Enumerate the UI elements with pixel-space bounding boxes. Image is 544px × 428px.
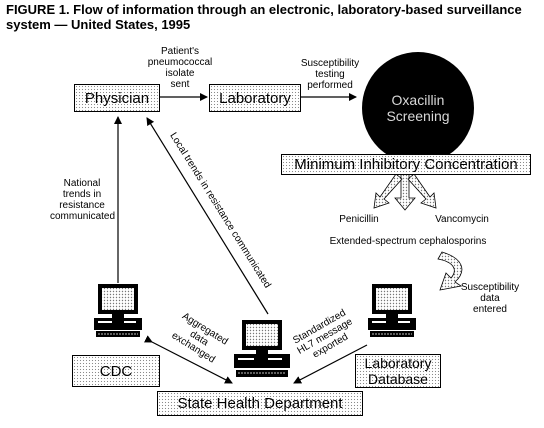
- oxacillin-circle: [362, 52, 474, 164]
- extended-spectrum-label: Extended-spectrum cephalosporins: [318, 236, 498, 247]
- mic-box: Minimum Inhibitory Concentration: [281, 154, 531, 175]
- physician-label: Physician: [84, 89, 150, 107]
- computer-icon-cdc: [94, 284, 142, 337]
- curved-entry-arrow: [437, 251, 463, 291]
- susc-line-1: Susceptibility: [300, 58, 360, 69]
- mic-label: Minimum Inhibitory Concentration: [294, 156, 518, 173]
- entered-line-2: data: [480, 293, 500, 304]
- vancomycin-text: Vancomycin: [435, 214, 489, 225]
- national-trends-label: National trends in resistance communicat…: [50, 178, 116, 222]
- susceptibility-entered-label: Susceptibility data entered: [450, 282, 530, 315]
- oxacillin-screening-label: Oxacillin Screening: [378, 92, 458, 124]
- isolate-sent-label: Patient's pneumococcal isolate sent: [140, 46, 220, 90]
- national-line-3: resistance: [59, 200, 105, 211]
- extended-text: Extended-spectrum cephalosporins: [329, 236, 487, 247]
- national-line-2: trends in: [62, 189, 102, 200]
- arrow-lab-to-state: [293, 344, 368, 384]
- laboratory-database-box: Laboratory Database: [355, 354, 441, 388]
- title-line-1: FIGURE 1. Flow of information through an…: [6, 2, 522, 17]
- penicillin-text: Penicillin: [339, 214, 379, 225]
- title-line-2: system — United States, 1995: [6, 17, 191, 32]
- mic-split-arrows: [373, 173, 437, 211]
- figure-title: FIGURE 1. Flow of information through an…: [6, 2, 536, 32]
- laboratory-box: Laboratory: [209, 84, 301, 112]
- vancomycin-label: Vancomycin: [430, 214, 494, 225]
- isolate-line-4: sent: [170, 79, 190, 90]
- oxacillin-line-1: Oxacillin: [391, 92, 445, 108]
- oxacillin-line-2: Screening: [386, 108, 450, 124]
- arrow-state-to-physician: [146, 117, 269, 315]
- entered-line-3: entered: [473, 304, 507, 315]
- national-line-1: National: [63, 178, 101, 189]
- susc-line-3: performed: [307, 80, 353, 91]
- laboratory-label: Laboratory: [219, 89, 291, 107]
- susceptibility-testing-label: Susceptibility testing performed: [290, 58, 370, 91]
- computer-icon-lab: [368, 284, 416, 337]
- national-line-4: communicated: [50, 211, 116, 222]
- susc-line-2: testing: [315, 69, 345, 80]
- physician-box: Physician: [74, 84, 160, 112]
- isolate-line-1: Patient's: [160, 46, 200, 57]
- state-health-box: State Health Department: [157, 391, 363, 416]
- isolate-line-2: pneumococcal: [147, 57, 213, 68]
- computer-icon-state: [234, 320, 290, 377]
- isolate-line-3: isolate: [165, 68, 195, 79]
- cdc-label: CDC: [99, 362, 133, 380]
- lab-db-line-2: Database: [368, 371, 428, 387]
- penicillin-label: Penicillin: [333, 214, 385, 225]
- lab-db-line-1: Laboratory: [364, 355, 432, 371]
- entered-line-1: Susceptibility: [460, 282, 520, 293]
- cdc-box: CDC: [72, 355, 160, 387]
- state-health-label: State Health Department: [177, 395, 343, 412]
- arrow-cdc-state-exchange: [143, 335, 233, 384]
